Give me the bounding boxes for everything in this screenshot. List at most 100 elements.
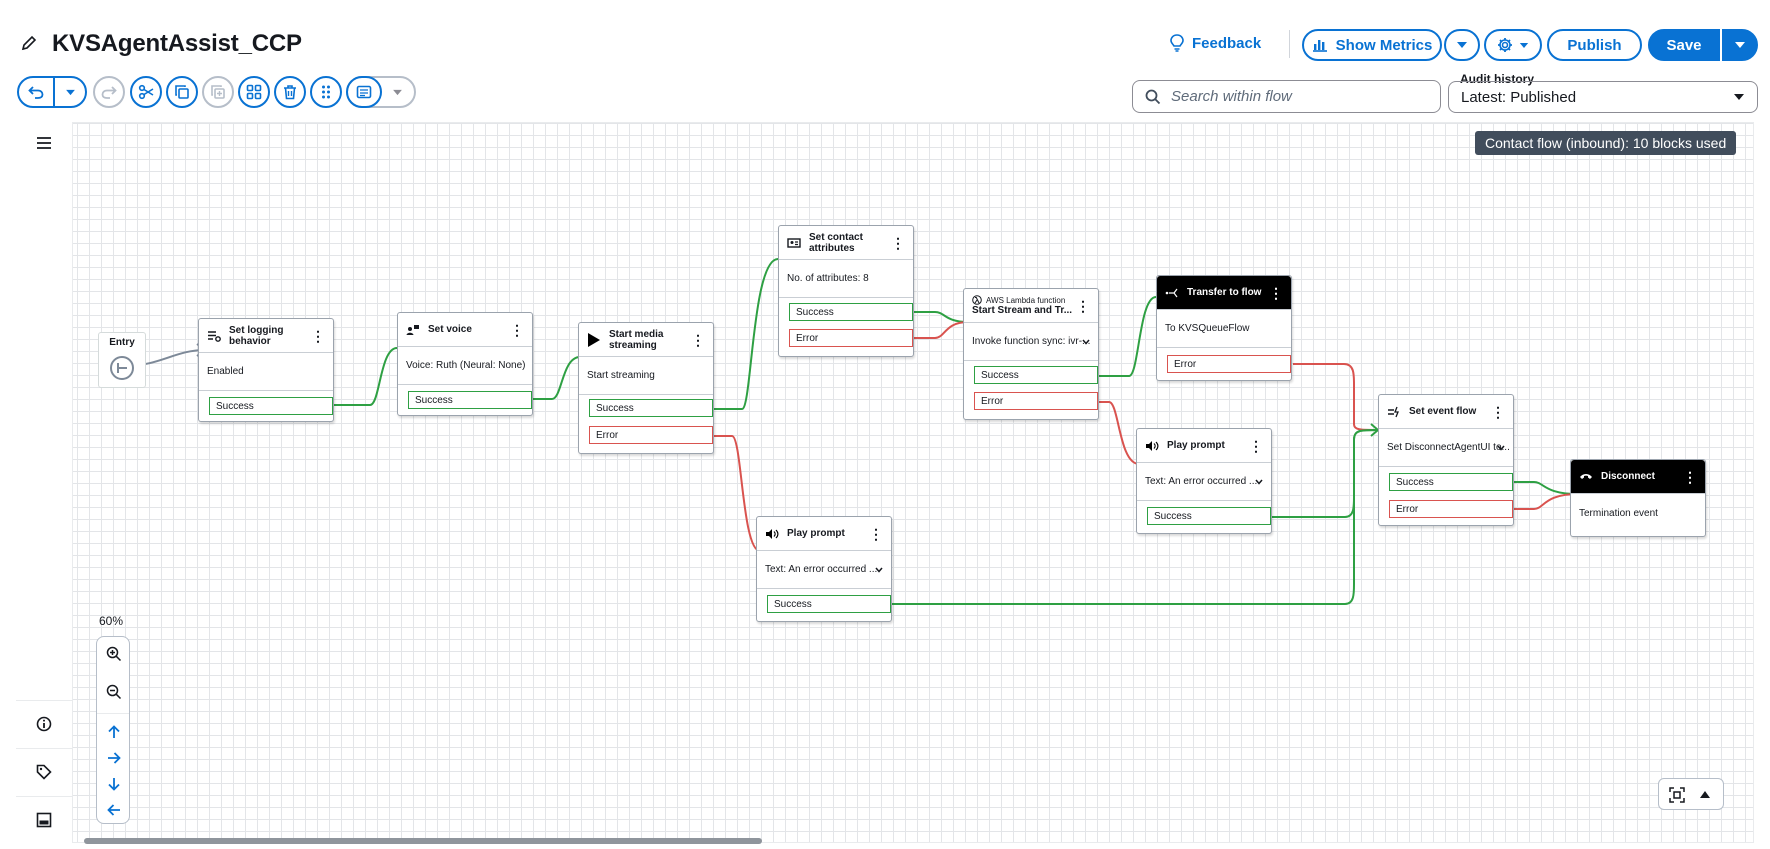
horizontal-scrollbar[interactable] (84, 838, 762, 844)
block-title: Start media streaming (609, 328, 664, 351)
metrics-dropdown-button[interactable] (1444, 29, 1480, 61)
more-options-icon[interactable]: ⋮ (891, 235, 905, 251)
feedback-button[interactable]: Feedback (1170, 34, 1261, 52)
lambda-icon (972, 295, 982, 305)
caret-down-icon (1519, 42, 1529, 48)
success-port[interactable]: Success (1147, 507, 1271, 525)
zoom-out-button[interactable] (105, 683, 123, 701)
block-body-text: Text: An error occurred ... (1145, 476, 1258, 487)
success-port[interactable]: Success (589, 399, 713, 417)
undo-dropdown-button[interactable] (55, 78, 85, 106)
more-options-icon[interactable]: ⋮ (1491, 404, 1505, 420)
block-header: Play prompt ⋮ (1137, 429, 1271, 463)
pencil-icon[interactable] (20, 34, 38, 52)
notes-dropdown-button[interactable] (382, 78, 412, 106)
success-port[interactable]: Success (767, 595, 891, 613)
show-metrics-button[interactable]: Show Metrics (1302, 29, 1442, 61)
delete-button[interactable] (274, 76, 306, 108)
audit-history-select[interactable]: Latest: Published (1448, 81, 1758, 113)
undo-button[interactable] (19, 78, 55, 106)
error-port[interactable]: Error (589, 426, 713, 444)
pan-left-button[interactable] (105, 801, 123, 819)
more-options-icon[interactable]: ⋮ (510, 322, 524, 338)
set-contact-attributes-block[interactable]: Set contact attributes ⋮ No. of attribut… (778, 225, 914, 357)
copy-button[interactable] (166, 76, 198, 108)
logging-icon (208, 330, 221, 342)
more-options-icon[interactable]: ⋮ (1249, 438, 1263, 454)
block-header: Start media streaming ⋮ (579, 323, 713, 357)
redo-button[interactable] (93, 76, 125, 108)
entry-block[interactable]: Entry (98, 332, 146, 388)
divider (1289, 30, 1290, 58)
more-options-icon[interactable]: ⋮ (1683, 469, 1697, 485)
more-options-icon[interactable]: ⋮ (1269, 285, 1283, 301)
caret-down-icon (1735, 42, 1745, 48)
notes-icon (356, 85, 372, 99)
set-event-flow-block[interactable]: Set event flow ⋮ Set DisconnectAgentUI t… (1378, 394, 1514, 526)
error-port[interactable]: Error (1389, 500, 1513, 518)
save-dropdown-button[interactable] (1722, 29, 1758, 61)
block-title: Transfer to flow (1187, 287, 1262, 298)
set-voice-block[interactable]: Set voice ⋮ Voice: Ruth (Neural: None) S… (397, 312, 533, 416)
success-port[interactable]: Success (1389, 473, 1513, 491)
error-port[interactable]: Error (789, 329, 913, 347)
success-port[interactable]: Success (408, 391, 532, 409)
audit-history-value: Latest: Published (1461, 88, 1577, 106)
undo-icon (28, 86, 44, 99)
scissors-icon (138, 84, 154, 100)
paste-button[interactable] (202, 76, 234, 108)
block-body: Set DisconnectAgentUI to... (1379, 429, 1513, 467)
drag-handle-button[interactable] (310, 76, 342, 108)
zoom-level: 60% (99, 614, 124, 628)
search-input[interactable] (1171, 88, 1431, 105)
settings-button[interactable] (1484, 29, 1542, 61)
select-all-button[interactable] (238, 76, 270, 108)
lambda-function-block[interactable]: AWS Lambda function Start Stream and Tr.… (963, 288, 1099, 420)
paste-icon (211, 85, 225, 99)
pan-down-button[interactable] (105, 775, 123, 793)
more-options-icon[interactable]: ⋮ (311, 328, 325, 344)
play-prompt-block[interactable]: Play prompt ⋮ Text: An error occurred ..… (756, 516, 892, 622)
block-body-text: Text: An error occurred ... (765, 564, 878, 575)
publish-label: Publish (1567, 36, 1622, 54)
zoom-in-button[interactable] (105, 645, 123, 663)
more-options-icon[interactable]: ⋮ (869, 526, 883, 542)
error-port[interactable]: Error (1167, 355, 1291, 373)
start-media-streaming-block[interactable]: Start media streaming ⋮ Start streaming … (578, 322, 714, 454)
feedback-label: Feedback (1192, 34, 1262, 52)
speaker-icon (1146, 440, 1159, 451)
pan-up-button[interactable] (105, 723, 123, 741)
fit-to-screen-icon[interactable] (1669, 787, 1685, 803)
play-prompt-block[interactable]: Play prompt ⋮ Text: An error occurred ..… (1136, 428, 1272, 534)
cut-button[interactable] (130, 76, 162, 108)
more-options-icon[interactable]: ⋮ (1076, 298, 1090, 314)
transfer-to-flow-block[interactable]: Transfer to flow ⋮ To KVSQueueFlow Error (1156, 275, 1292, 381)
gear-icon (1498, 38, 1512, 52)
transfer-icon (1165, 288, 1178, 297)
block-body: Voice: Ruth (Neural: None) (398, 347, 532, 385)
panel-icon[interactable] (36, 812, 52, 828)
info-icon[interactable] (36, 716, 52, 732)
caret-up-icon[interactable] (1699, 789, 1711, 799)
menu-icon[interactable] (36, 136, 52, 150)
success-port[interactable]: Success (789, 303, 913, 321)
chevron-down-icon[interactable] (1497, 445, 1505, 451)
tag-icon[interactable] (36, 764, 52, 780)
disconnect-block[interactable]: Disconnect ⋮ Termination event (1570, 459, 1706, 537)
success-port[interactable]: Success (974, 366, 1098, 384)
set-logging-block[interactable]: Set logging behavior ⋮ Enabled Success (198, 318, 334, 422)
save-button[interactable]: Save (1648, 29, 1720, 61)
block-header: Set event flow ⋮ (1379, 395, 1513, 429)
block-title: Set logging behavior (229, 324, 284, 347)
chevron-down-icon[interactable] (875, 567, 883, 573)
notes-button[interactable] (346, 76, 382, 108)
success-port[interactable]: Success (209, 397, 333, 415)
notes-group (346, 76, 416, 108)
publish-button[interactable]: Publish (1547, 29, 1642, 61)
more-options-icon[interactable]: ⋮ (691, 332, 705, 348)
pan-right-button[interactable] (105, 749, 123, 767)
chevron-down-icon[interactable] (1082, 339, 1090, 345)
chevron-down-icon[interactable] (1255, 479, 1263, 485)
error-port[interactable]: Error (974, 392, 1098, 410)
caret-down-icon (1457, 42, 1467, 48)
